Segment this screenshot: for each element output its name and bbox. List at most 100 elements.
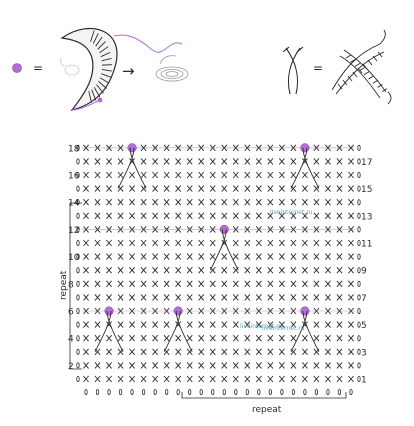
stitch-x-symbol — [325, 294, 330, 300]
stitch-x-symbol — [233, 213, 238, 219]
stitch-x-symbol — [106, 199, 111, 205]
long-crossed-stitch — [210, 229, 238, 270]
stitch-x-symbol — [291, 158, 296, 164]
chain-stitch-symbol — [358, 200, 360, 205]
chain-stitch-symbol — [358, 295, 360, 300]
stitch-x-symbol — [245, 254, 250, 260]
chain-stitch-symbol — [200, 389, 202, 394]
stitch-x-symbol — [233, 322, 238, 328]
purple-dot-stitch — [128, 144, 137, 153]
stitch-x-symbol — [106, 362, 111, 368]
chain-stitch-symbol — [212, 389, 214, 394]
watermark-text-3: liveinternet.ru — [262, 325, 305, 332]
stitch-x-symbol — [153, 349, 158, 355]
stitch-x-symbol — [337, 240, 342, 246]
stitch-x-symbol — [279, 349, 284, 355]
stitch-chart — [77, 144, 360, 395]
chain-stitch-symbol — [350, 389, 352, 394]
stitch-x-symbol — [164, 254, 169, 260]
stitch-x-symbol — [83, 322, 88, 328]
stitch-x-symbol — [222, 349, 227, 355]
stitch-x-symbol — [279, 186, 284, 192]
stitch-x-symbol — [95, 335, 100, 341]
stitch-x-symbol — [164, 267, 169, 273]
stitch-x-symbol — [291, 240, 296, 246]
stitch-x-symbol — [210, 281, 215, 287]
stitch-x-symbol — [210, 158, 215, 164]
row-label-right: 17 — [361, 158, 372, 168]
stitch-x-symbol — [153, 186, 158, 192]
long-crossed-stitch — [164, 311, 192, 352]
stitch-x-symbol — [279, 172, 284, 178]
stitch-x-symbol — [222, 254, 227, 260]
stitch-x-symbol — [268, 281, 273, 287]
chain-stitch-symbol — [77, 349, 79, 354]
stitch-x-symbol — [129, 294, 134, 300]
stitch-x-symbol — [245, 199, 250, 205]
stitch-x-symbol — [95, 267, 100, 273]
stitch-x-symbol — [83, 349, 88, 355]
stitch-x-symbol — [106, 335, 111, 341]
stitch-x-symbol — [210, 172, 215, 178]
stitch-x-symbol — [176, 335, 181, 341]
chain-stitch-symbol — [77, 308, 79, 313]
stitch-x-symbol — [268, 376, 273, 382]
stitch-x-symbol — [118, 362, 123, 368]
stitch-x-symbol — [302, 254, 307, 260]
stitch-x-symbol — [222, 376, 227, 382]
chain-stitch-symbol — [358, 349, 360, 354]
chain-stitch-symbol — [165, 389, 167, 394]
stitch-x-symbol — [291, 335, 296, 341]
chain-stitch-symbol — [315, 389, 317, 394]
crossed-stitch-drawing-icon — [332, 30, 391, 104]
stitch-x-symbol — [210, 240, 215, 246]
stitch-x-symbol — [233, 294, 238, 300]
stitch-x-symbol — [256, 376, 261, 382]
stitch-x-symbol — [199, 172, 204, 178]
chain-stitch-symbol — [142, 389, 144, 394]
stitch-x-symbol — [95, 254, 100, 260]
stitch-x-symbol — [291, 281, 296, 287]
row-label-right: 3 — [361, 348, 367, 358]
chain-stitch-symbol — [358, 186, 360, 191]
stitch-x-symbol — [337, 294, 342, 300]
stitch-x-symbol — [233, 240, 238, 246]
stitch-x-symbol — [106, 254, 111, 260]
stitch-x-symbol — [118, 267, 123, 273]
stitch-x-symbol — [279, 294, 284, 300]
stitch-x-symbol — [325, 376, 330, 382]
stitch-x-symbol — [118, 294, 123, 300]
stitch-x-symbol — [176, 281, 181, 287]
stitch-x-symbol — [233, 199, 238, 205]
stitch-x-symbol — [233, 172, 238, 178]
chain-stitch-symbol — [358, 159, 360, 164]
stitch-x-symbol — [199, 199, 204, 205]
chain-stitch-symbol — [358, 322, 360, 327]
stitch-x-symbol — [129, 267, 134, 273]
stitch-x-symbol — [118, 376, 123, 382]
repeat-bracket-horizontal: repeat — [182, 392, 346, 415]
chain-stitch-symbol — [358, 254, 360, 259]
stitch-x-symbol — [129, 254, 134, 260]
stitch-x-symbol — [187, 199, 192, 205]
stitch-x-symbol — [268, 240, 273, 246]
stitch-x-symbol — [268, 349, 273, 355]
stitch-x-symbol — [83, 362, 88, 368]
stitch-x-symbol — [199, 267, 204, 273]
stitch-x-symbol — [95, 376, 100, 382]
stitch-x-symbol — [245, 172, 250, 178]
stitch-x-symbol — [129, 186, 134, 192]
chain-stitch-symbol — [358, 240, 360, 245]
purple-dot-stitch — [105, 307, 114, 316]
stitch-x-symbol — [129, 335, 134, 341]
stitch-x-symbol — [141, 172, 146, 178]
stitch-x-symbol — [256, 362, 261, 368]
stitch-x-symbol — [95, 281, 100, 287]
stitch-x-symbol — [153, 172, 158, 178]
stitch-x-symbol — [314, 335, 319, 341]
chain-stitch-symbol — [358, 145, 360, 150]
small-ring-icon — [60, 58, 79, 75]
stitch-x-symbol — [268, 267, 273, 273]
stitch-x-symbol — [337, 322, 342, 328]
row-label-left: 6 — [68, 308, 74, 318]
